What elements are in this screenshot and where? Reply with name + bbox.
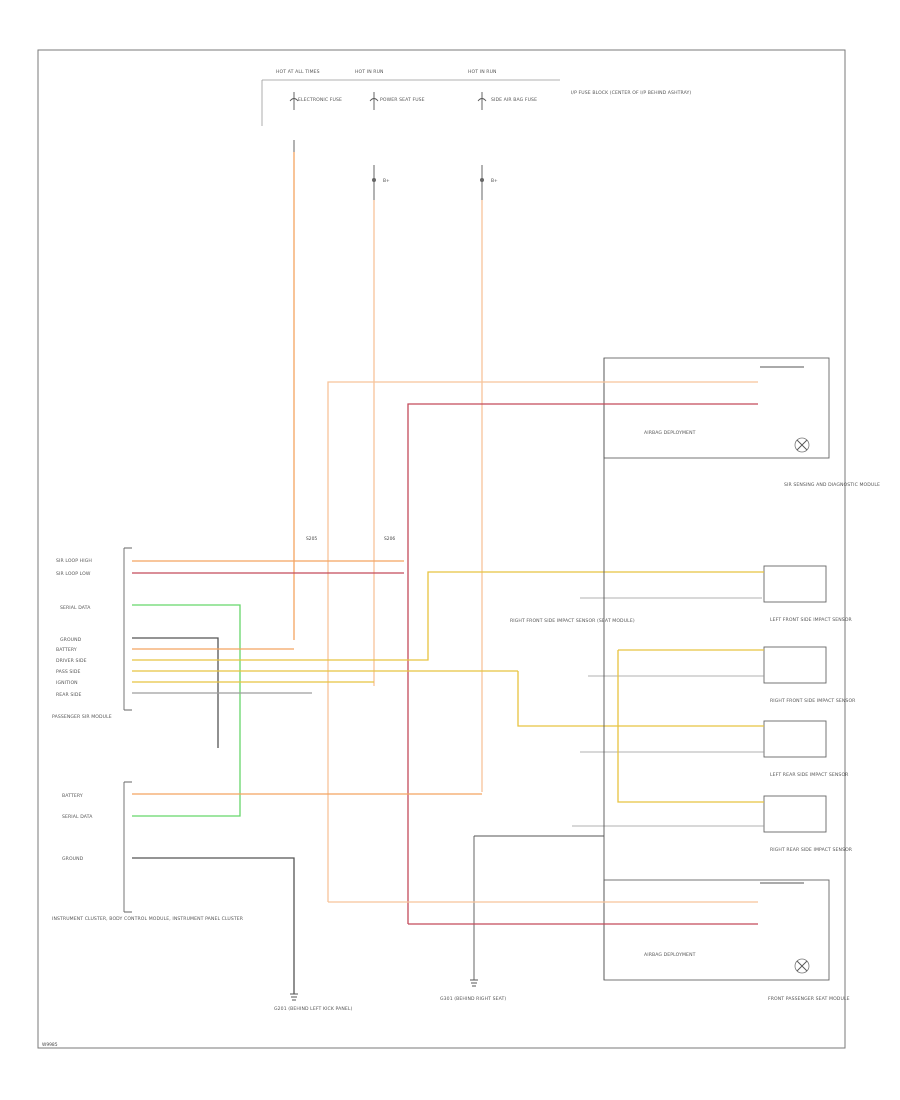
fuse-1-label: ELECTRONIC FUSE bbox=[298, 97, 342, 103]
side-note-label: RIGHT FRONT SIDE IMPACT SENSOR (SEAT MOD… bbox=[510, 618, 635, 624]
module-pin-5: BATTERY bbox=[56, 647, 77, 653]
module-pin-1: SIR LOOP HIGH bbox=[56, 558, 92, 564]
instrument-cluster: BATTERY SERIAL DATA GROUND INSTRUMENT CL… bbox=[52, 781, 244, 922]
ground-1: G201 (BEHIND LEFT KICK PANEL) bbox=[274, 993, 353, 1012]
module-pin-8: IGNITION bbox=[56, 680, 78, 686]
fuse-panel: HOT AT ALL TIMES HOT IN RUN HOT IN RUN E… bbox=[261, 69, 691, 200]
svg-text:RIGHT FRONT SIDE IMPACT SENSOR: RIGHT FRONT SIDE IMPACT SENSOR bbox=[770, 698, 856, 704]
left-front-sensor: LEFT FRONT SIDE IMPACT SENSOR bbox=[580, 565, 853, 623]
wire-yellow-1 bbox=[132, 571, 762, 661]
fuse-2-symbol bbox=[369, 92, 379, 110]
diagram-frame bbox=[37, 49, 846, 1049]
fuse-2-circuit-label: B+ bbox=[383, 178, 390, 184]
left-rear-sensor: LEFT REAR SIDE IMPACT SENSOR bbox=[517, 671, 849, 778]
ipj-block-label: I/P FUSE BLOCK (CENTER OF I/P BEHIND ASH… bbox=[571, 90, 691, 96]
svg-text:G201 (BEHIND LEFT KICK PANEL): G201 (BEHIND LEFT KICK PANEL) bbox=[274, 1006, 353, 1012]
fuse-2-label: POWER SEAT FUSE bbox=[380, 97, 425, 103]
cluster-pin-3: GROUND bbox=[62, 856, 84, 862]
driver-module-label: SIR SENSING AND DIAGNOSTIC MODULE bbox=[784, 482, 880, 488]
fuse-3-symbol bbox=[477, 92, 487, 110]
fuse-3-circuit-label: B+ bbox=[491, 178, 498, 184]
right-front-sensor: RIGHT FRONT SIDE IMPACT SENSOR bbox=[588, 646, 856, 704]
wire-orange-driver bbox=[327, 381, 758, 902]
module-pin-9: REAR SIDE bbox=[56, 692, 82, 698]
wire-gray-cluster-ground bbox=[132, 857, 295, 994]
ground-2: G301 (BEHIND RIGHT SEAT) bbox=[440, 835, 604, 1002]
fuse-3-label: SIDE AIR BAG FUSE bbox=[491, 97, 537, 103]
cluster-label: INSTRUMENT CLUSTER, BODY CONTROL MODULE,… bbox=[52, 916, 244, 922]
pass-module-label: FRONT PASSENGER SEAT MODULE bbox=[768, 996, 850, 1002]
module-pin-2: SIR LOOP LOW bbox=[56, 571, 91, 577]
svg-text:RIGHT REAR SIDE IMPACT SENSOR: RIGHT REAR SIDE IMPACT SENSOR bbox=[770, 847, 853, 853]
module-pin-6: DRIVER SIDE bbox=[56, 658, 87, 664]
footer-label: W9985 bbox=[42, 1042, 58, 1048]
svg-text:LEFT FRONT SIDE IMPACT SENSOR: LEFT FRONT SIDE IMPACT SENSOR bbox=[770, 617, 853, 623]
svg-text:LEFT REAR SIDE IMPACT SENSOR: LEFT REAR SIDE IMPACT SENSOR bbox=[770, 772, 849, 778]
right-rear-sensor: RIGHT REAR SIDE IMPACT SENSOR bbox=[572, 650, 853, 853]
driver-module: AIRBAG DEPLOYMENT SIR SENSING AND DIAGNO… bbox=[603, 357, 880, 488]
module-label: PASSENGER SIR MODULE bbox=[52, 714, 112, 720]
cluster-pin-1: BATTERY bbox=[62, 793, 83, 799]
passenger-seat-module: AIRBAG DEPLOYMENT FRONT PASSENGER SEAT M… bbox=[603, 458, 850, 1002]
driver-module-inner-label: AIRBAG DEPLOYMENT bbox=[644, 430, 696, 436]
module-pin-7: PASS SIDE bbox=[56, 669, 81, 675]
fuse-panel-label-3: HOT IN RUN bbox=[468, 69, 497, 75]
fuse-panel-label-1: HOT AT ALL TIMES bbox=[276, 69, 320, 75]
fuse-1-symbol bbox=[289, 92, 299, 110]
splice-label-1: S205 bbox=[306, 536, 317, 542]
wire-green-serial bbox=[132, 604, 241, 817]
splice-label-2: S206 bbox=[384, 536, 395, 542]
sensing-module: SIR LOOP HIGH SIR LOOP LOW SERIAL DATA G… bbox=[52, 547, 132, 720]
module-pin-3: SERIAL DATA bbox=[60, 605, 91, 611]
wire-red-driver bbox=[407, 403, 758, 924]
pass-module-inner-label: AIRBAG DEPLOYMENT bbox=[644, 952, 696, 958]
wire-gray-ground bbox=[132, 637, 219, 748]
svg-text:G301 (BEHIND RIGHT SEAT): G301 (BEHIND RIGHT SEAT) bbox=[440, 996, 506, 1002]
fuse-panel-label-2: HOT IN RUN bbox=[355, 69, 384, 75]
cluster-pin-2: SERIAL DATA bbox=[62, 814, 93, 820]
module-pin-4: GROUND bbox=[60, 637, 82, 643]
